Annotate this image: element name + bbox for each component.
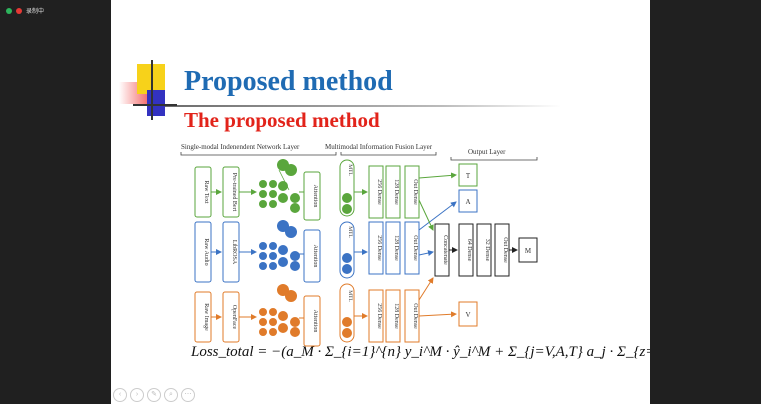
audio-mtl-label: MTL [347,226,353,238]
recording-label: 录制中 [26,9,45,15]
dense32-label: 32 Dense [484,239,490,262]
raw-text-label: Raw Text [203,181,209,204]
prev-slide-icon[interactable]: ‹ [113,388,127,402]
output-layer-label: Output Layer [468,148,506,156]
text-dense128-label: 128 Dense [393,179,399,205]
slide-title: Proposed method [184,66,393,97]
slide: Proposed method The proposed method Sing… [111,0,650,404]
raw-image-label: Raw Image [203,303,209,331]
image-dense128-label: 128 Dense [393,303,399,329]
left-black-bar: 录制中 [0,0,111,404]
image-dense256-label: 256 Dense [376,303,382,329]
loss-formula: Loss_total = −(a_M · Σ_{i=1}^{n} y_i^M ·… [191,344,650,360]
zoom-icon[interactable]: ⌕ [164,388,178,402]
audio-branch: Raw Audio LibROSA Attention MTL 256 Dens… [194,189,478,283]
audio-dense256-label: 256 Dense [376,235,382,261]
text-dense256-label: 256 Dense [376,179,382,205]
text-attention-label: Attention [312,185,318,208]
raw-audio-label: Raw Audio [203,238,209,265]
title-underline [161,105,561,107]
head-outdense-label: Out Dense [502,237,508,263]
openface-label: OpenFace [231,305,237,330]
concatenate-label: Concatenate [442,235,448,265]
librosa-label: LibROSA [231,240,237,265]
single-modal-layer-label: Single-modal Indenendent Network Layer [181,143,300,151]
image-mtl-label: MTL [347,290,353,302]
bert-label: Pre-trained Bert [231,173,237,212]
right-black-bar [650,0,761,404]
decoration-horizontal-line [133,104,177,106]
image-outdense-label: Out Dense [412,303,418,329]
next-slide-icon[interactable]: › [130,388,144,402]
pen-icon[interactable]: ✎ [147,388,161,402]
shield-icon [6,7,12,14]
audio-attention-label: Attention [312,245,318,268]
text-branch: Raw Text Pre-trained Bert Attention MTL … [194,159,478,221]
recording-indicator: 录制中 [6,6,44,15]
output-m: M [525,247,532,255]
audio-outdense-label: Out Dense [412,235,418,261]
output-t: T [466,172,471,180]
more-icon[interactable]: ⋯ [181,388,195,402]
fusion-layer-label: Multimodal Information Fusion Layer [325,143,433,151]
text-mtl-label: MTL [347,164,353,176]
architecture-diagram: Single-modal Indenendent Network Layer M… [180,143,538,347]
image-branch: Raw Image OpenFace Attention MTL 256 Den… [194,283,478,347]
audio-dense128-label: 128 Dense [393,235,399,261]
record-icon [16,7,22,14]
image-attention-label: Attention [312,310,318,333]
text-outdense-label: Out Dense [412,179,418,205]
output-a: A [465,198,470,206]
fusion-head: Concatenate 64 Dense 32 Dense Out Dense … [418,199,538,301]
slide-subtitle: The proposed method [184,108,380,132]
decoration-vertical-line [151,60,153,120]
dense64-label: 64 Dense [466,239,472,262]
slide-controls: ‹ › ✎ ⌕ ⋯ [113,388,195,402]
output-v: V [465,311,470,319]
